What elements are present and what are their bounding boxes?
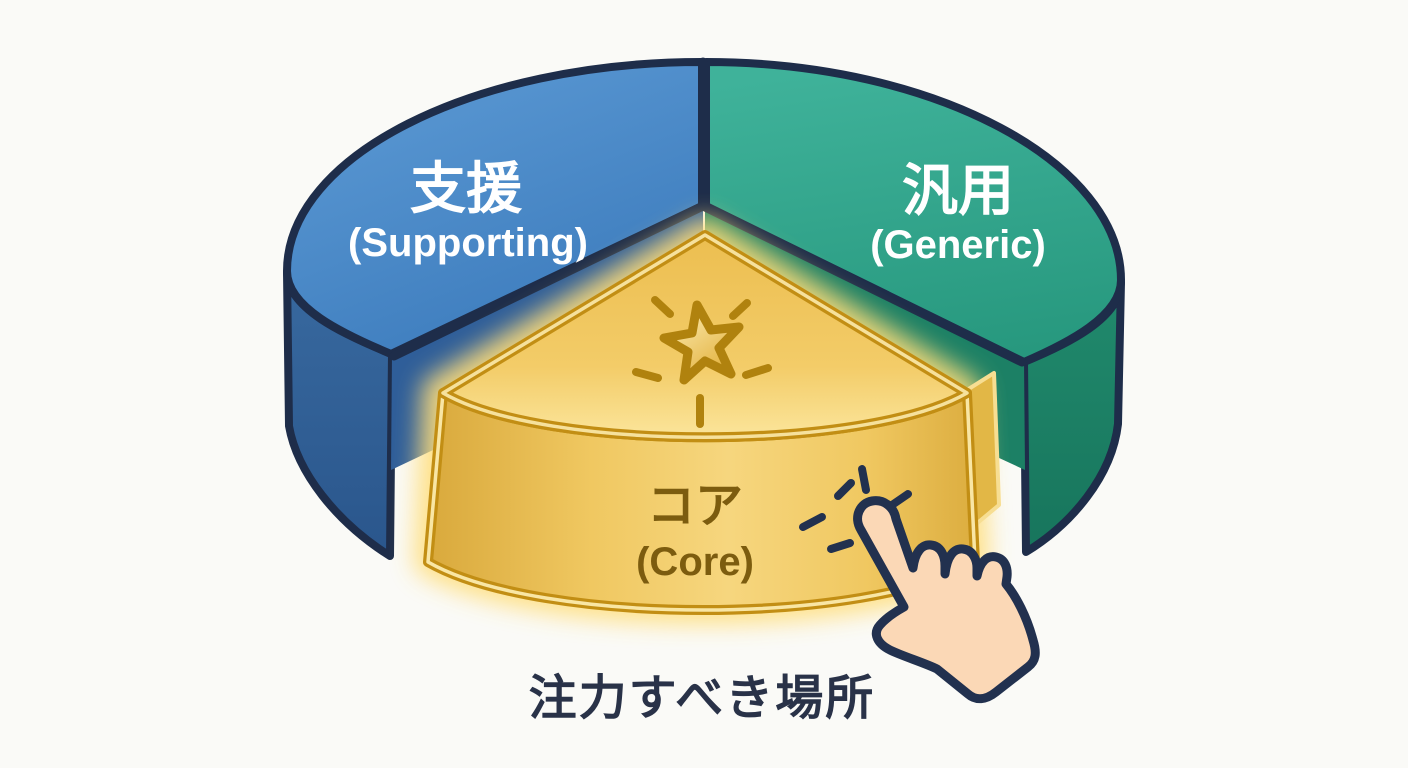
hand-path xyxy=(853,496,1040,704)
generic-label-ja: 汎用 xyxy=(902,159,1014,222)
core-label-en: (Core) xyxy=(636,540,754,584)
core-top-face-highlight xyxy=(441,233,969,439)
star-body xyxy=(659,300,744,385)
generic-label-en: (Generic) xyxy=(870,223,1046,267)
supporting-label-ja: 支援 xyxy=(410,157,523,220)
star-rays xyxy=(632,296,772,428)
segment-divider-lines xyxy=(389,57,1027,367)
caption-text: 注力すべき場所 xyxy=(529,672,876,725)
click-hand-cursor-icon xyxy=(799,465,1040,704)
sparkle-star-icon xyxy=(632,296,772,428)
supporting-label-en: (Supporting) xyxy=(348,221,588,265)
core-label-ja: コア xyxy=(647,480,743,533)
segment-core[interactable]: コア (Core) xyxy=(414,217,1001,624)
supporting-top-face xyxy=(283,58,706,358)
click-burst-icon xyxy=(799,465,912,553)
notch-right-line xyxy=(698,201,1027,367)
notch-left-line xyxy=(389,201,708,361)
generic-top-face xyxy=(702,58,1125,366)
